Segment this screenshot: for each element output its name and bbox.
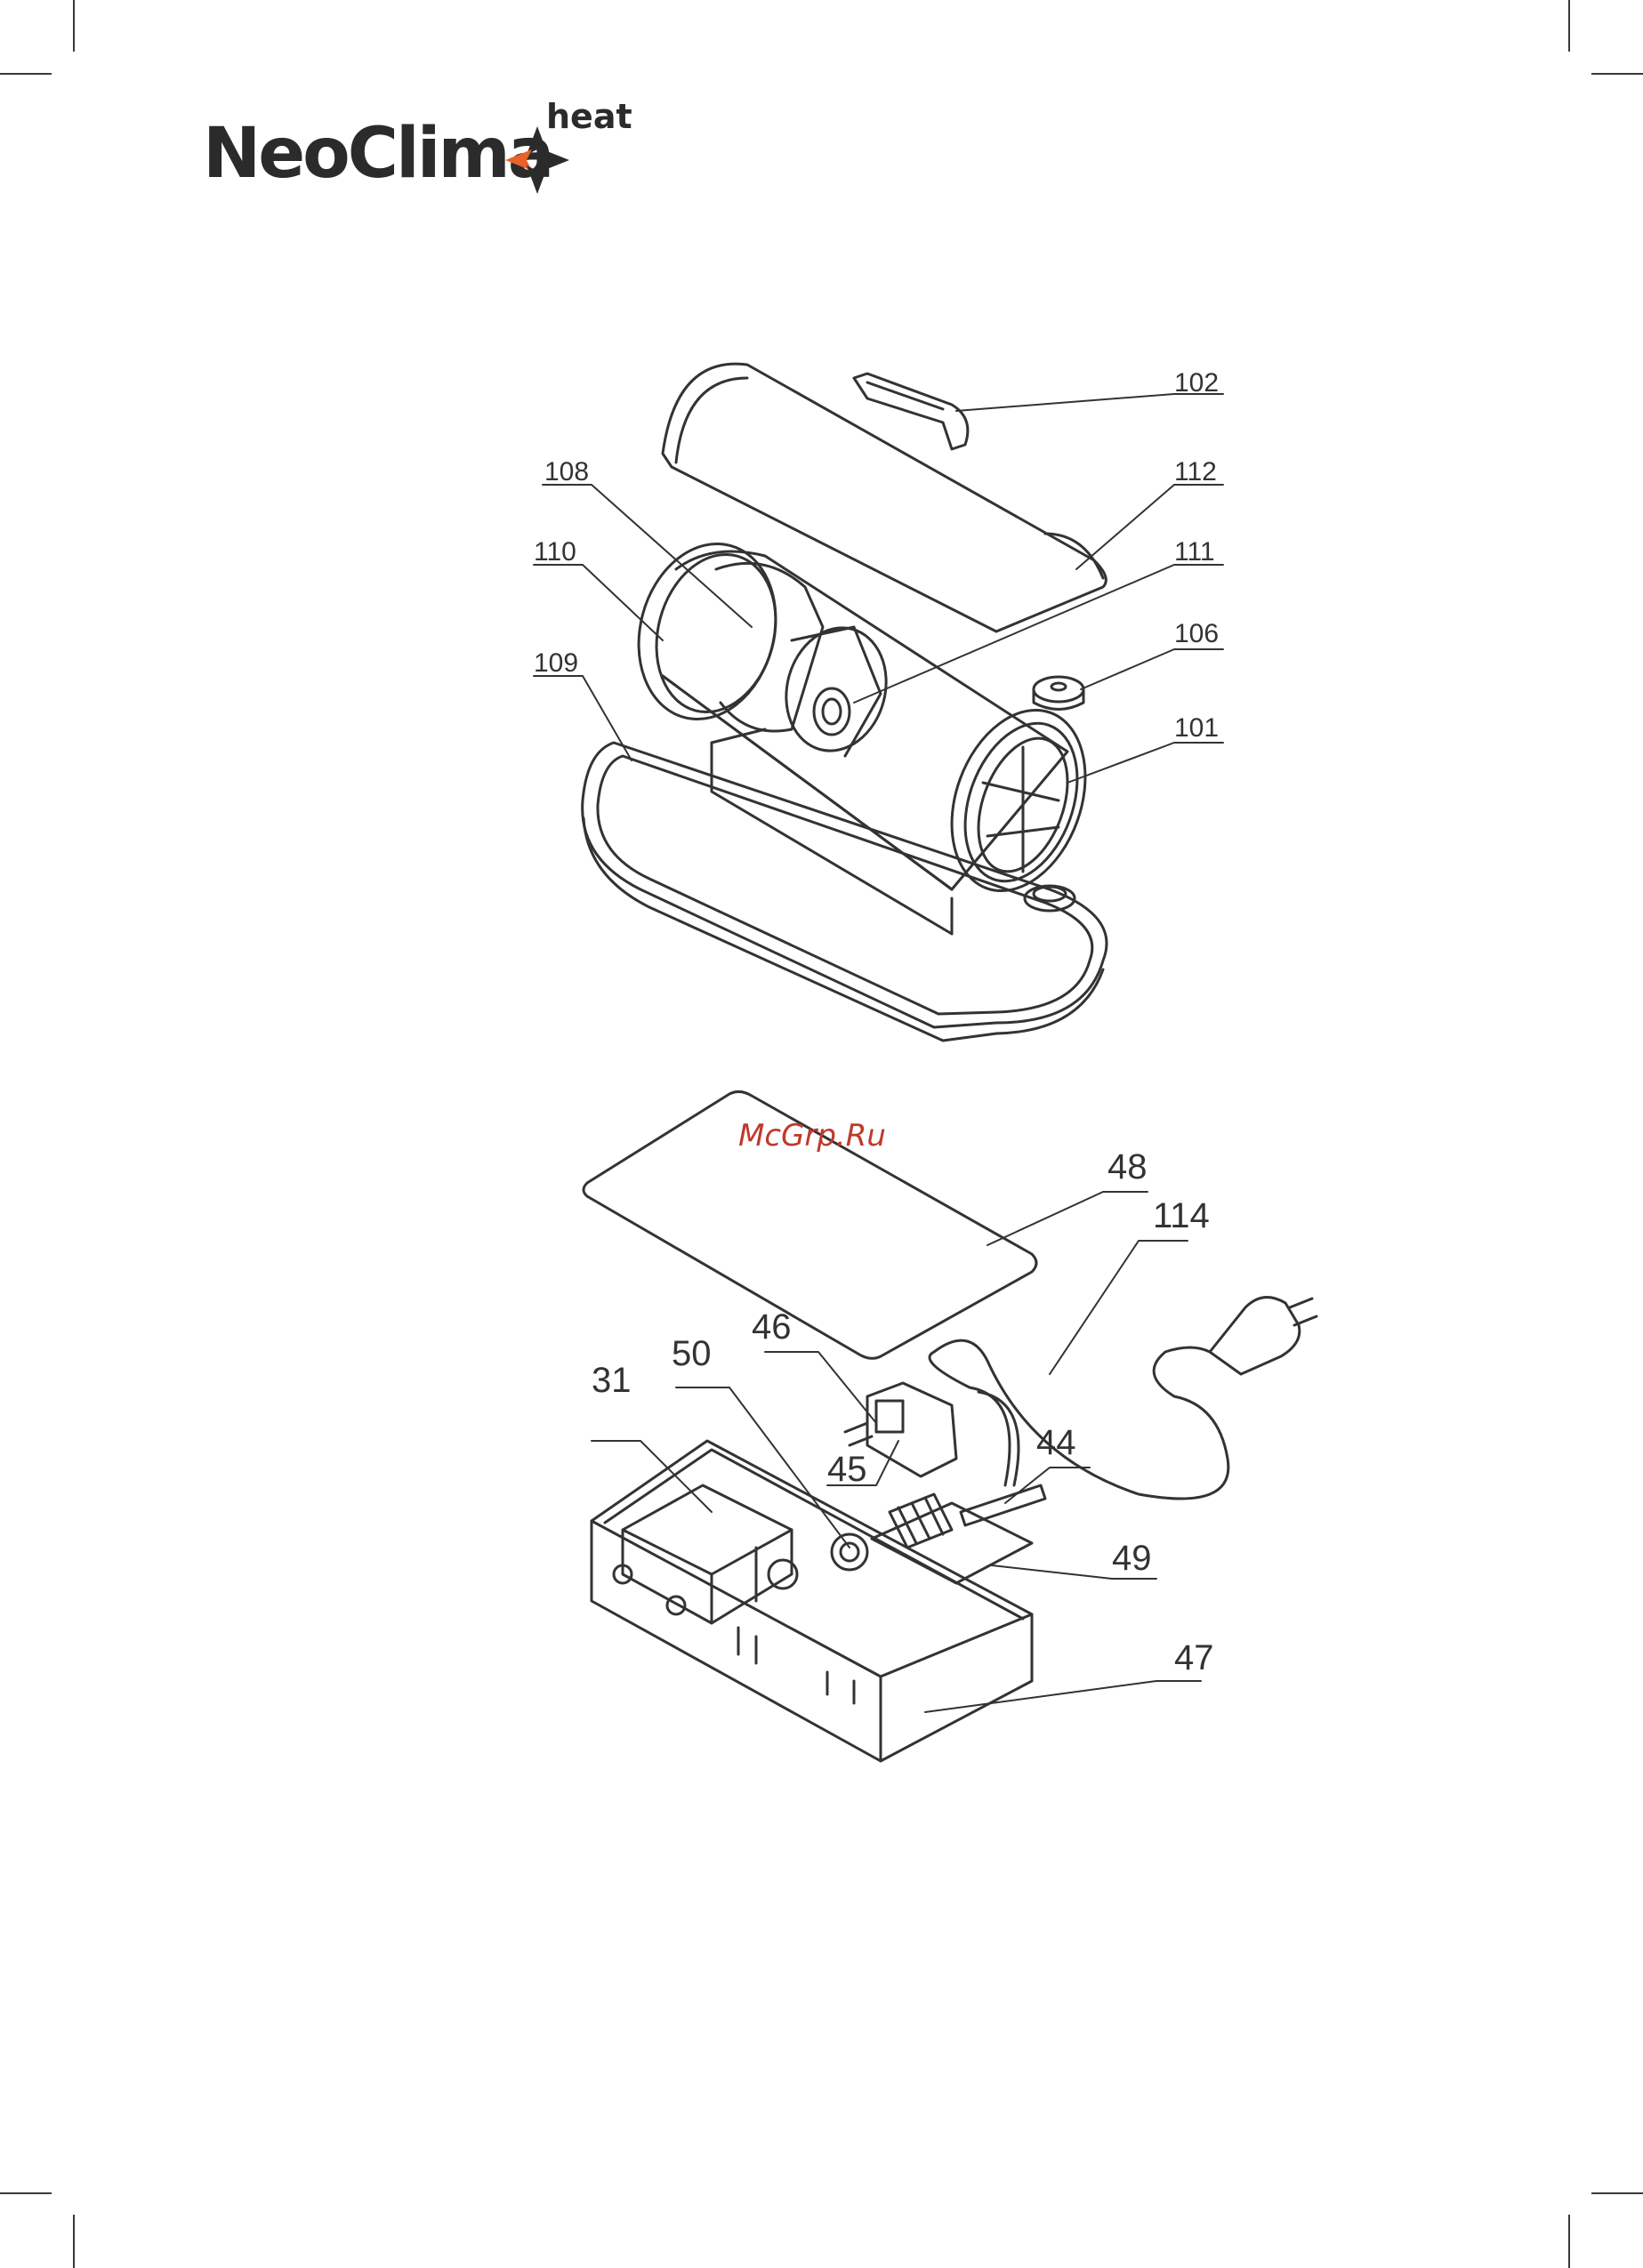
label-47: 47 <box>1174 1638 1214 1677</box>
label-106: 106 <box>1174 619 1219 648</box>
label-110: 110 <box>534 537 576 567</box>
label-49: 49 <box>1112 1539 1152 1578</box>
watermark: McGrp.Ru <box>738 1118 886 1154</box>
label-31: 31 <box>592 1361 632 1400</box>
tank-base-rim <box>598 756 1092 1014</box>
leader-lines-bottom <box>592 1192 1201 1712</box>
socket-block <box>867 1383 956 1476</box>
support-frame <box>712 743 952 934</box>
label-109: 109 <box>534 648 578 678</box>
igniter <box>961 1485 1045 1525</box>
capacitor <box>832 1534 867 1570</box>
label-50: 50 <box>672 1334 712 1373</box>
heater-assembly <box>583 364 1109 1041</box>
label-112: 112 <box>1174 457 1217 487</box>
label-111: 111 <box>1174 537 1215 567</box>
label-45: 45 <box>827 1450 867 1489</box>
label-101: 101 <box>1174 713 1219 743</box>
front-grille <box>928 691 1108 909</box>
box-body <box>592 1441 1032 1761</box>
label-114: 114 <box>1153 1196 1210 1235</box>
plug <box>1210 1298 1300 1374</box>
label-108: 108 <box>544 457 589 487</box>
label-48: 48 <box>1107 1147 1148 1186</box>
label-46: 46 <box>752 1307 792 1347</box>
transformer <box>623 1485 792 1623</box>
labels-top: 102 108 112 110 111 106 109 101 <box>534 368 1219 743</box>
power-cord <box>930 1340 1228 1499</box>
leader-lines-top <box>534 394 1223 783</box>
label-44: 44 <box>1036 1423 1076 1462</box>
tank-base-bottom <box>584 818 1103 1041</box>
label-102: 102 <box>1174 368 1219 398</box>
